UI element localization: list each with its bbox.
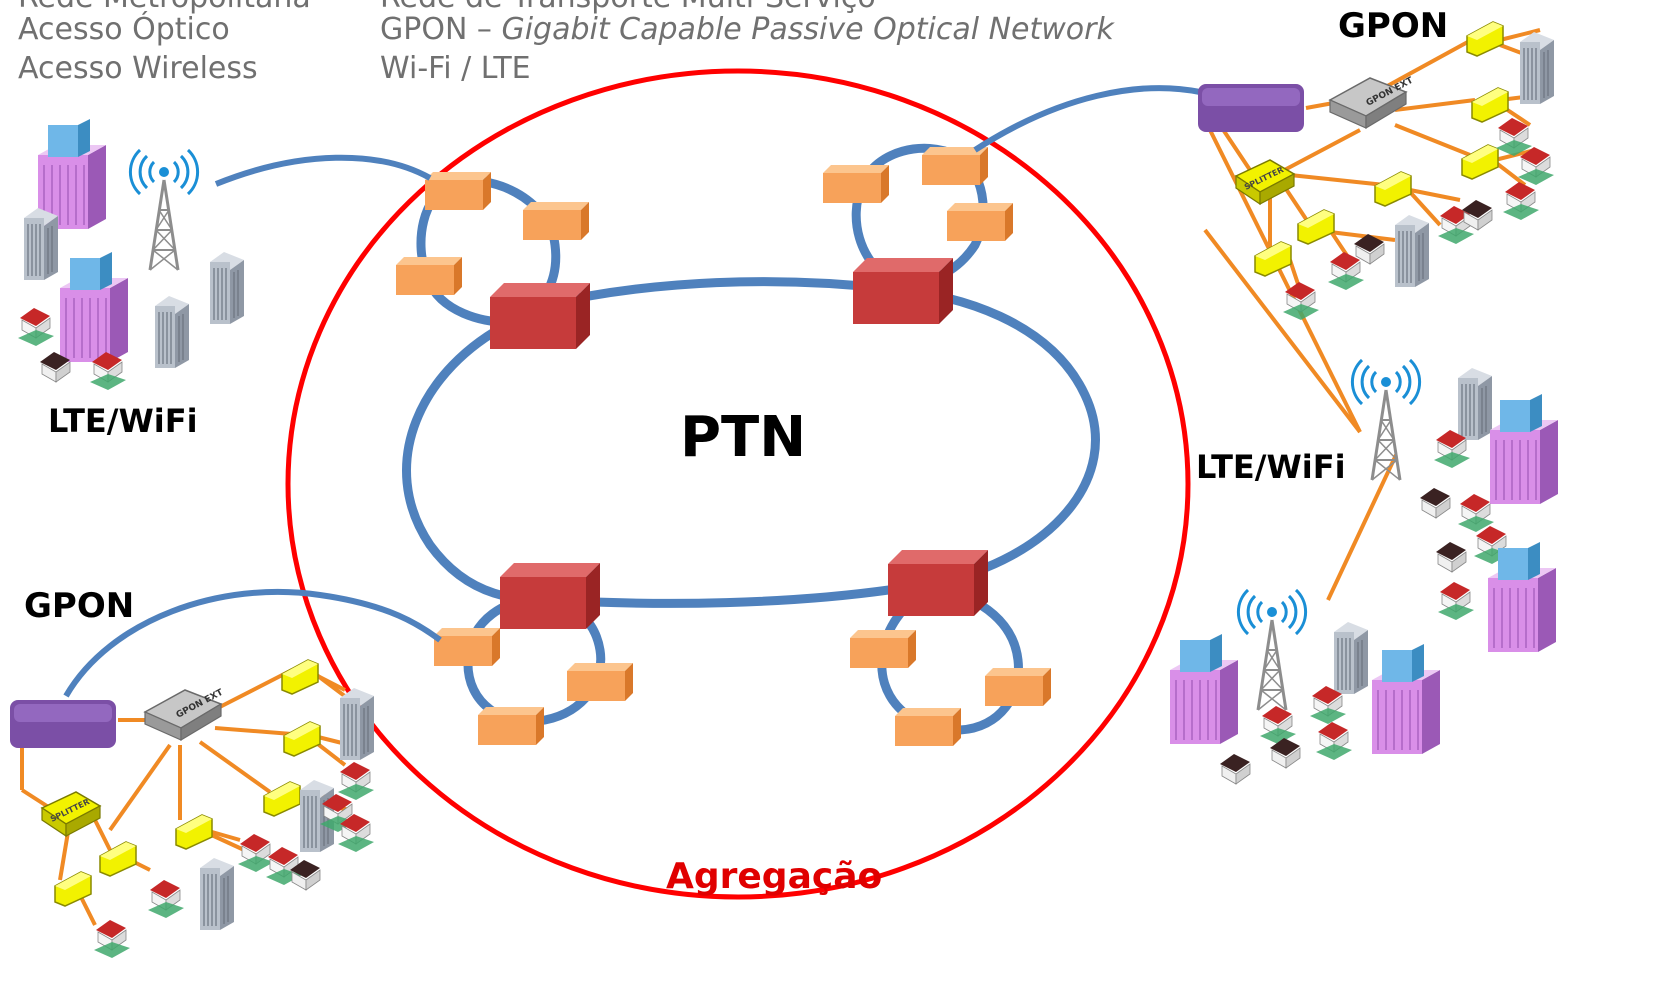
access-node (922, 147, 988, 185)
header-right-line-3: Wi-Fi / LTE (380, 51, 531, 86)
ont-icon (1254, 241, 1292, 277)
access-node (823, 165, 889, 203)
aggregation-label: Agregação (666, 856, 883, 897)
building-icon (1394, 214, 1430, 288)
lte-wifi-left-label: LTE/WiFi (48, 402, 198, 440)
antenna-tower-icon (128, 148, 200, 272)
ont-icon (1466, 21, 1504, 57)
house-icon (1437, 581, 1475, 621)
house-icon (1269, 737, 1301, 769)
header-left-line-2: Acesso Óptico (18, 12, 230, 47)
house-icon (1219, 753, 1251, 785)
left-gpon-tree: GPON EXT SPLITTER (10, 659, 375, 959)
building-icon (1489, 393, 1559, 505)
olt-device (1198, 84, 1304, 132)
right-gpon-tree: GPON EXT SPLITTER (1198, 21, 1555, 321)
house-icon (1419, 487, 1451, 519)
access-node (895, 708, 961, 746)
ont-icon (1374, 171, 1412, 207)
building-icon (1371, 643, 1441, 755)
gpon-left-label: GPON (24, 586, 135, 626)
house-icon (1259, 705, 1297, 745)
right-wireless-cluster (1169, 129, 1559, 785)
left-wireless-cluster (17, 118, 245, 391)
antenna-tower-icon (1236, 588, 1308, 712)
building-icon (23, 207, 59, 281)
house-icon (237, 833, 275, 873)
header-left-line-3: Acesso Wireless (18, 51, 258, 86)
building-icon (339, 687, 375, 761)
core-router (853, 258, 953, 324)
lte-wifi-right-label: LTE/WiFi (1196, 448, 1346, 486)
ont-icon (1461, 144, 1499, 180)
ont-icon (99, 841, 137, 877)
aggregation-circle (285, 68, 1191, 900)
building-icon (1519, 31, 1555, 105)
house-icon (337, 761, 375, 801)
access-node (523, 202, 589, 240)
building-icon (209, 251, 245, 325)
house-icon (1502, 181, 1540, 221)
house-icon (1457, 493, 1495, 533)
header-right-line-2: GPON – Gigabit Capable Passive Optical N… (380, 12, 1114, 48)
ont-icon (283, 721, 321, 757)
ont-icon (281, 659, 319, 695)
access-node (478, 707, 544, 745)
building-icon (154, 295, 190, 369)
core-router (490, 283, 590, 349)
uplink-links (63, 85, 1201, 698)
header-right-line-1: Rede de Transporte Multi-Serviço (380, 0, 876, 16)
antenna-tower-icon (1350, 358, 1422, 482)
house-icon (93, 919, 131, 959)
core-router (888, 550, 988, 616)
house-icon (17, 307, 55, 347)
ptn-label: PTN (680, 405, 807, 470)
building-icon (1457, 367, 1493, 441)
ont-icon (1471, 87, 1509, 123)
gpon-prefix: GPON – (380, 12, 502, 47)
header-left-line-1: Rede Metropolitana (18, 0, 311, 16)
building-icon (199, 857, 235, 931)
access-node (567, 663, 633, 701)
house-icon (1435, 541, 1467, 573)
access-node (396, 257, 462, 295)
core-router (500, 563, 600, 629)
building-icon (1169, 633, 1239, 745)
gpon-expansion: Gigabit Capable Passive Optical Network (501, 12, 1114, 47)
olt-device (10, 700, 116, 748)
gpon-right-label: GPON (1338, 6, 1449, 46)
building-icon (1487, 541, 1557, 653)
building-icon (59, 251, 129, 363)
access-node (425, 172, 491, 210)
house-icon (1315, 721, 1353, 761)
access-node (434, 628, 500, 666)
ont-icon (263, 781, 301, 817)
house-icon (147, 879, 185, 919)
access-node (985, 668, 1051, 706)
ont-icon (175, 814, 213, 850)
building-icon (1333, 621, 1369, 695)
access-node (850, 630, 916, 668)
access-node (947, 203, 1013, 241)
